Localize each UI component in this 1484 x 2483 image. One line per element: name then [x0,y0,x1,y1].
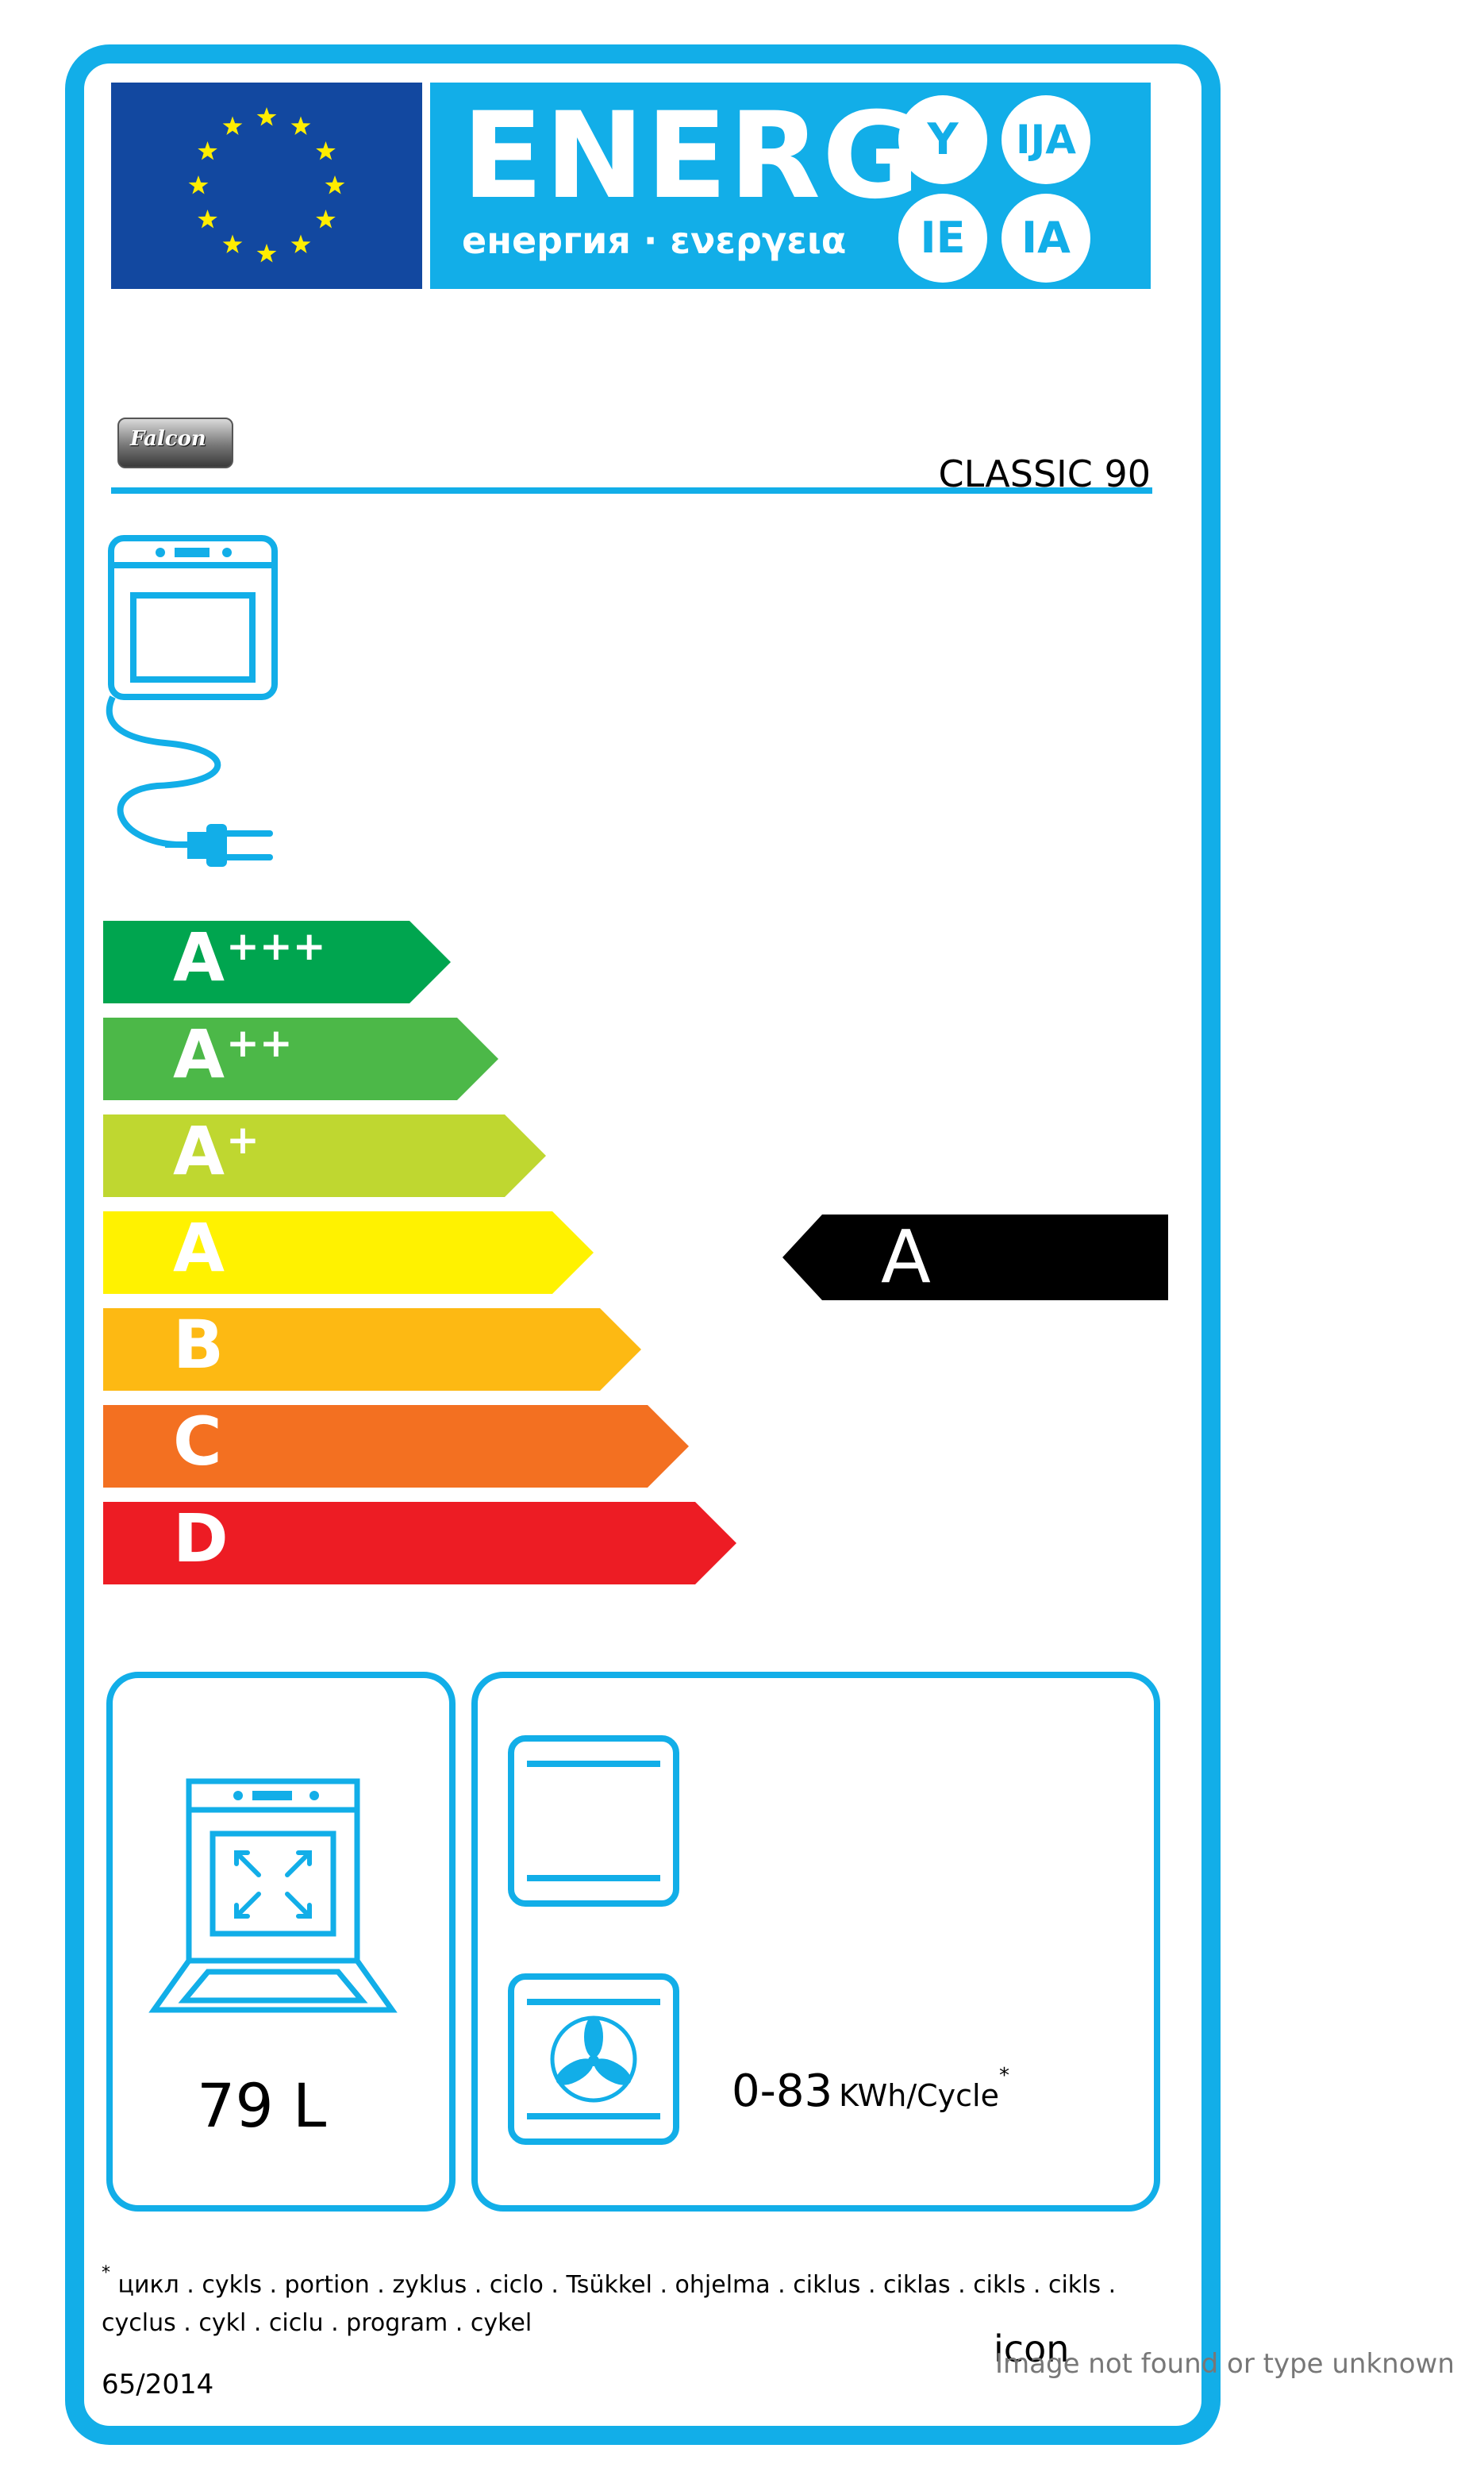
eu-star [222,234,243,253]
efficiency-class-letter: D [173,1499,229,1577]
oven-volume-icon [148,1778,398,2013]
energy-subtitle: енергия · ενεργεια [462,219,847,262]
efficiency-class-arrow [103,1308,641,1391]
eu-star [256,244,277,263]
efficiency-class-letter: A [173,918,225,996]
efficiency-class-label: D [173,1505,229,1572]
eu-stars [188,107,345,263]
rating-arrow [782,1215,1168,1300]
footnote-text: цикл . cykls . portion . zyklus . ciclo … [102,2271,1117,2337]
efficiency-class-bar: A [103,1211,594,1294]
suffix-badge: IJA [1002,95,1090,184]
rating-class: A [881,1215,931,1299]
energy-banner: ENERG енергия · ενεργεια Y IJA IE IA [430,83,1151,289]
electric-oven-icon [106,535,278,867]
efficiency-class-arrow [103,1502,736,1584]
suffix-badge: Y [898,95,987,184]
footnote-marker: * [102,2263,110,2283]
efficiency-class-plus: ++ [226,1020,293,1066]
efficiency-class-label: C [173,1408,222,1475]
efficiency-class-bar: B [103,1308,641,1391]
efficiency-class-label: A+++ [173,924,326,991]
efficiency-class-label: B [173,1311,224,1378]
suffix-badge: IA [1002,194,1090,283]
eu-star [325,175,345,194]
efficiency-class-arrow [103,1405,689,1488]
efficiency-class-arrow [103,1114,546,1197]
efficiency-class-bar: A+++ [103,921,451,1003]
brand-logo: Falcon [117,418,233,468]
eu-star [198,210,217,229]
efficiency-class-label: A [173,1215,225,1281]
efficiency-class-letter: A [173,1015,225,1093]
broken-image-message: Image not found or type unknown [995,2348,1455,2380]
efficiency-class-bar: A++ [103,1018,498,1100]
efficiency-class-label: A+ [173,1118,260,1184]
broken-image-alt: icon [994,2327,1070,2370]
consumption-unit: KWh/Cycle [839,2078,999,2113]
efficiency-class-bar: C [103,1405,689,1488]
efficiency-class-letter: A [173,1209,225,1287]
efficiency-class-plus: + [226,1117,260,1163]
eu-star [188,175,209,194]
suffix-badge: IE [898,194,987,283]
conventional-mode-icon [508,1735,679,1907]
eu-star [198,141,217,160]
fan-mode-icon [508,1973,679,2145]
brand-logo-text: Falcon [130,427,206,451]
efficiency-class-bar: A+ [103,1114,546,1197]
efficiency-class-letter: B [173,1306,225,1384]
oven-volume: 79 L [197,2070,327,2141]
eu-star [316,141,336,160]
energy-title: ENERG [462,87,922,225]
efficiency-class-arrow [103,1018,498,1100]
efficiency-class-bar: D [103,1502,736,1584]
eu-star [316,210,336,229]
efficiency-class-letter: C [173,1403,222,1480]
efficiency-class-plus: +++ [226,923,326,969]
efficiency-class-arrow [103,1211,594,1294]
consumption-value: 0-83 [732,2065,833,2117]
volume-panel [106,1672,456,2212]
efficiency-class-arrow [103,921,451,1003]
efficiency-class-letter: A [173,1112,225,1190]
eu-flag [111,83,422,289]
efficiency-class-label: A++ [173,1021,293,1088]
regulation-number: 65/2014 [102,2369,214,2400]
eu-star [290,234,311,253]
eu-star [256,107,277,126]
consumption-footnote-marker: * [998,2064,1009,2088]
eu-star [222,116,243,135]
eu-star [290,116,311,135]
cycle-footnote: * цикл . cykls . portion . zyklus . cicl… [102,2254,1165,2342]
header-divider [111,487,1152,494]
